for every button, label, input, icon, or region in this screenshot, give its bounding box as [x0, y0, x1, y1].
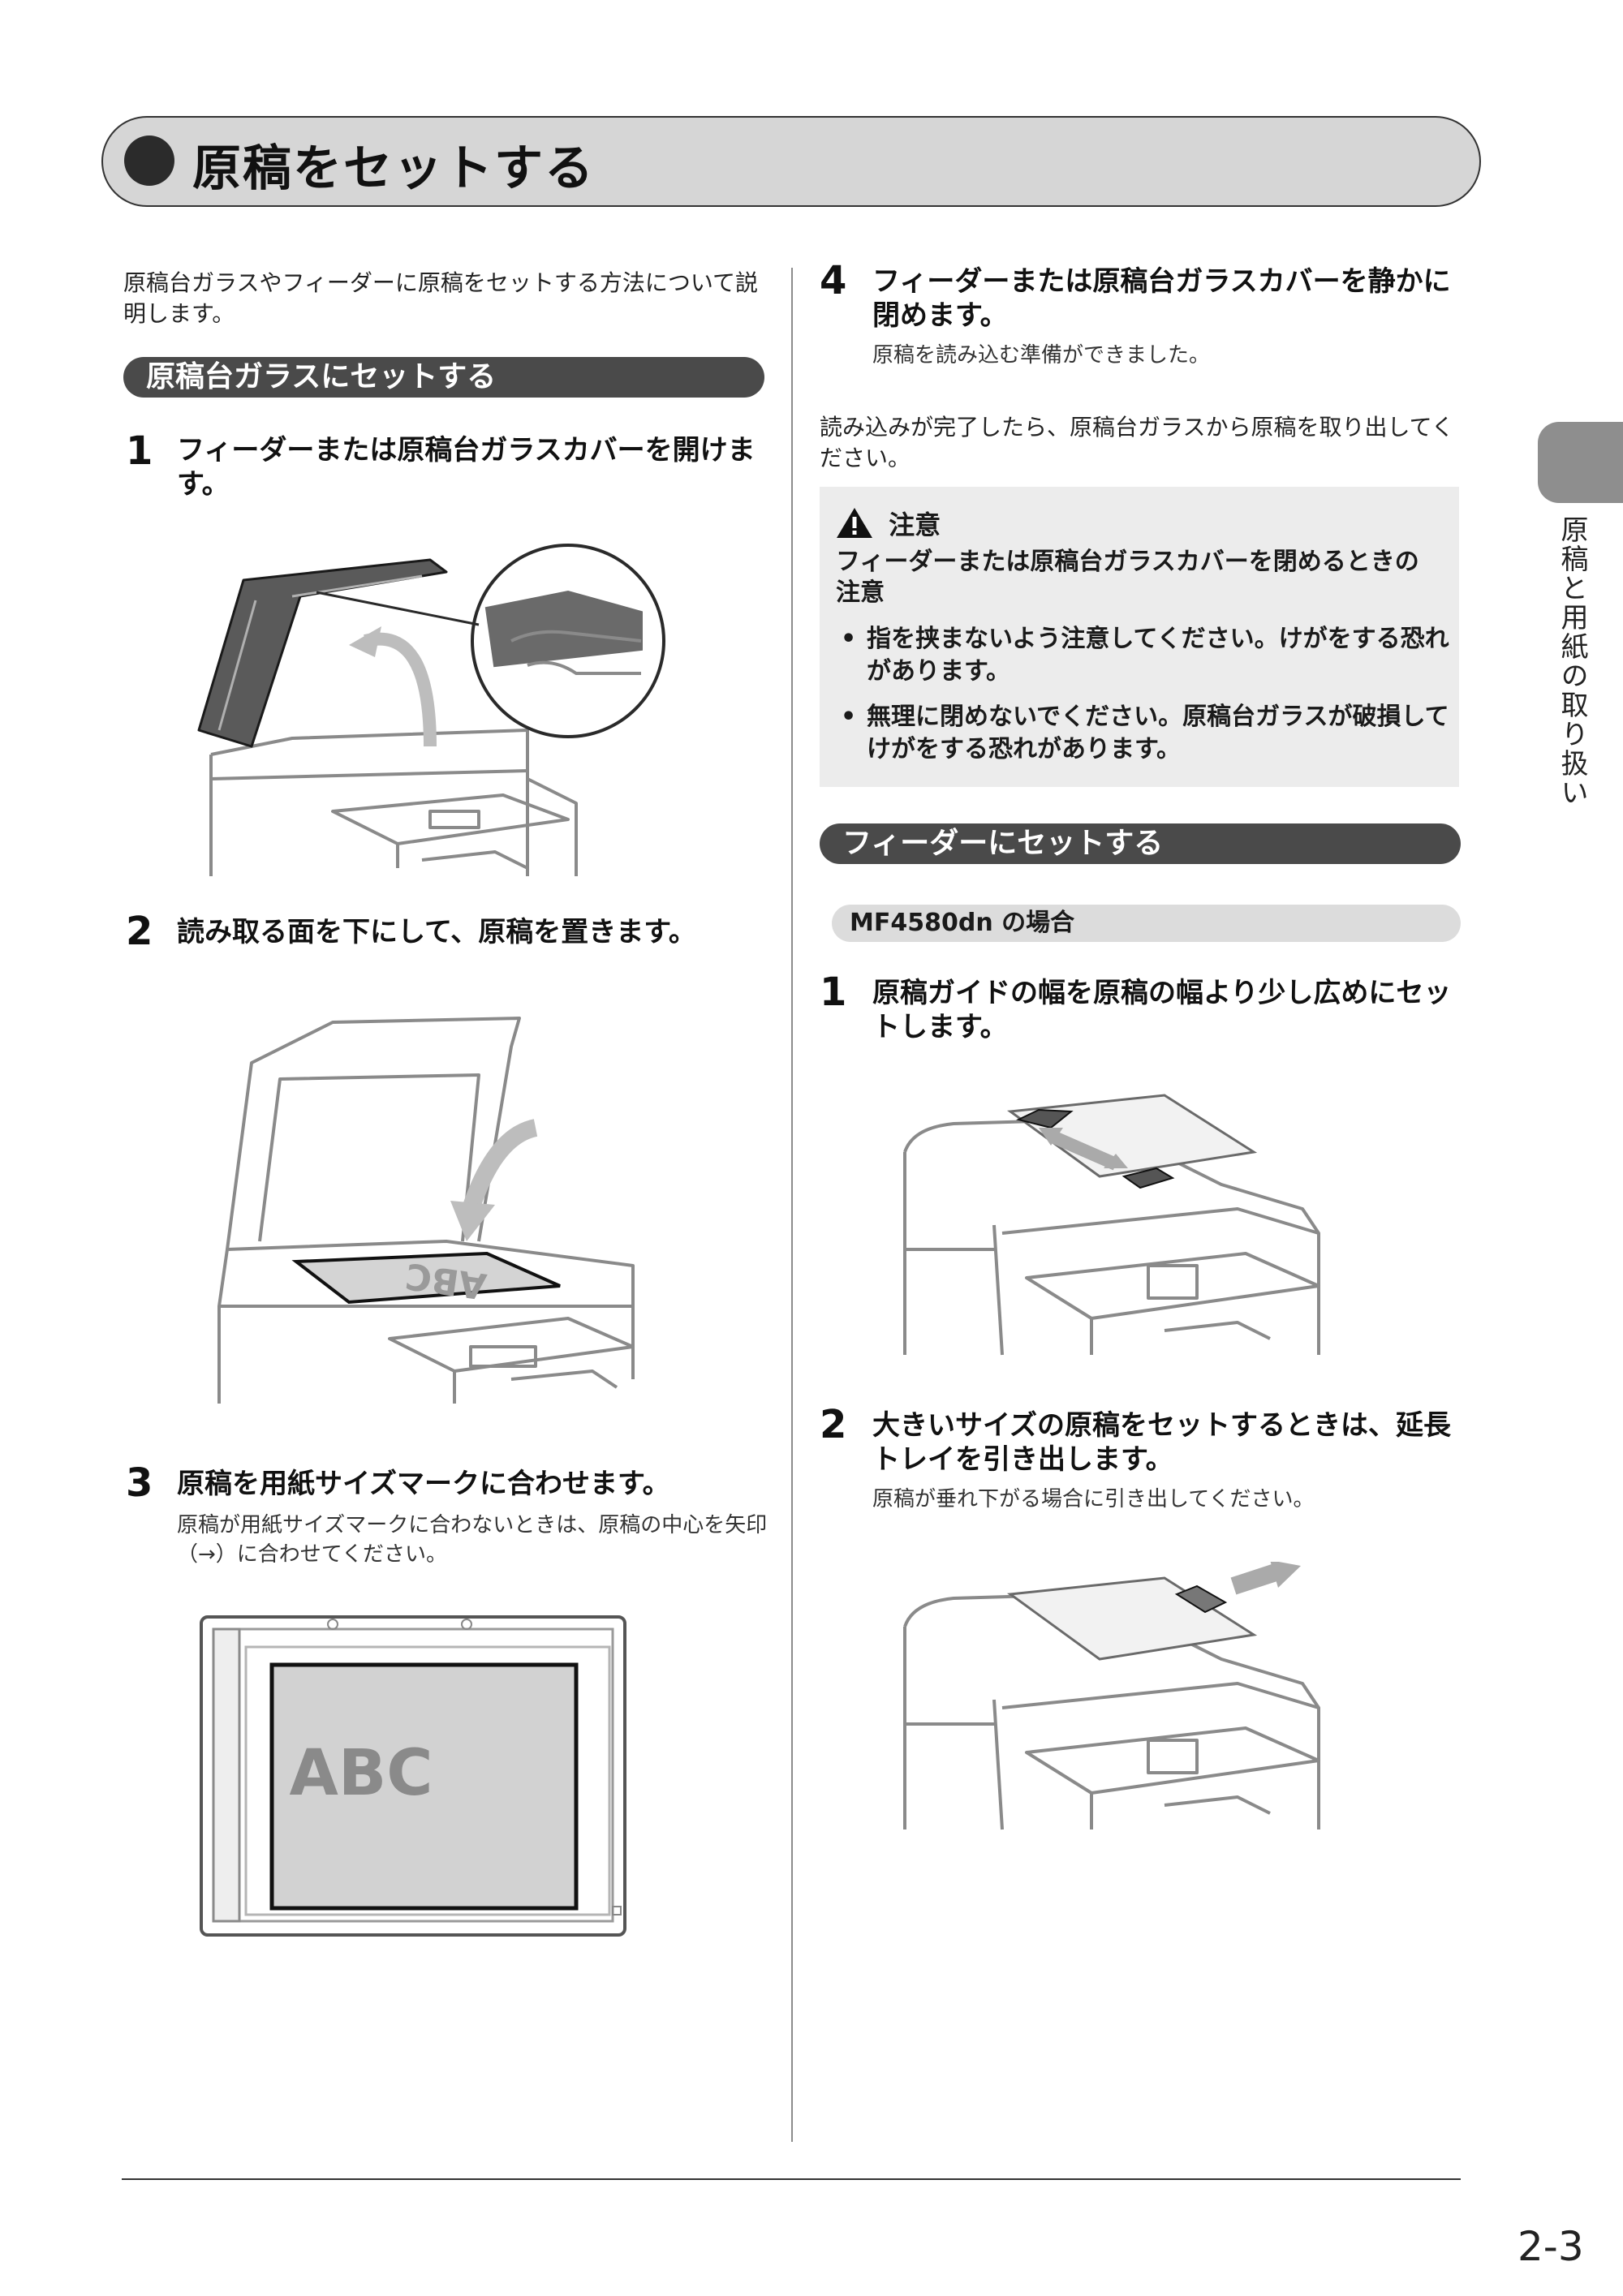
page-number: 2-3 [1518, 2223, 1584, 2270]
step-number: 2 [820, 1402, 847, 1447]
chapter-tab-label: 原稿と用紙の取り扱い [1556, 515, 1588, 807]
step-text: フィーダーまたは原稿台ガラスカバーを開けます。 [177, 434, 756, 501]
section-title-feeder: フィーダーにセットする [820, 823, 1461, 864]
bullet: • [841, 625, 857, 653]
place-document-illustration: ABC [217, 1017, 635, 1404]
bullet: • [841, 703, 857, 731]
abc-document-label: ABC [289, 1737, 433, 1810]
column-divider [791, 268, 793, 2142]
caution-subtitle: フィーダーまたは原稿台ガラスカバーを閉めるときの注意 [836, 548, 1419, 607]
caution-list: •指を挟まないよう注意してください。けがをする恐れがあります。 •無理に閉めない… [836, 623, 1453, 779]
step-note: 原稿を読み込む準備ができました。 [872, 343, 1211, 368]
step-note: 原稿が用紙サイズマークに合わないときは、原稿の中心を矢印（→）に合わせてください… [177, 1513, 768, 1567]
size-mark-illustration: ABC [200, 1615, 626, 1937]
caution-header: 注意 [836, 505, 941, 542]
caution-box: 注意 フィーダーまたは原稿台ガラスカバーを閉めるときの注意 •指を挟まないよう注… [820, 487, 1459, 787]
step-number: 3 [126, 1460, 153, 1506]
bullet-circle-icon [124, 135, 174, 186]
step-text: 原稿ガイドの幅を原稿の幅より少し広めにセットします。 [872, 977, 1452, 1043]
caution-label: 注意 [889, 510, 941, 540]
extension-tray-illustration [903, 1562, 1320, 1830]
step-text: フィーダーまたは原稿台ガラスカバーを静かに閉めます。 [872, 265, 1451, 332]
step-note: 原稿が垂れ下がる場合に引き出してください。 [872, 1487, 1315, 1511]
section-title-glass: 原稿台ガラスにセットする [123, 357, 764, 398]
step-text: 大きいサイズの原稿をセットするときは、延長トレイを引き出します。 [872, 1409, 1451, 1476]
page-header: 原稿をセットする [101, 116, 1481, 207]
step-text: 原稿を用紙サイズマークに合わせます。 [177, 1468, 670, 1500]
step-number: 1 [126, 428, 153, 474]
model-subtitle: MF4580dn の場合 [832, 905, 1461, 942]
list-item: •無理に閉めないでください。原稿台ガラスが破損してけがをする恐れがあります。 [841, 703, 1449, 763]
step-number: 1 [820, 970, 847, 1015]
warning-icon [837, 508, 872, 538]
open-cover-illustration [197, 544, 665, 876]
step-text: 読み取る面を下にして、原稿を置きます。 [177, 916, 696, 948]
intro-text: 原稿台ガラスやフィーダーに原稿をセットする方法について説明します。 [123, 269, 759, 327]
step-number: 2 [126, 909, 153, 954]
footer-rule [122, 2178, 1461, 2180]
list-item: •指を挟まないよう注意してください。けがをする恐れがあります。 [841, 625, 1449, 686]
page-title: 原稿をセットする [192, 140, 595, 197]
chapter-tab[interactable] [1538, 422, 1623, 503]
step-number: 4 [820, 258, 847, 303]
feeder-guide-illustration [903, 1094, 1320, 1356]
after-scan-text: 読み込みが完了したら、原稿台ガラスから原稿を取り出してください。 [820, 414, 1454, 471]
